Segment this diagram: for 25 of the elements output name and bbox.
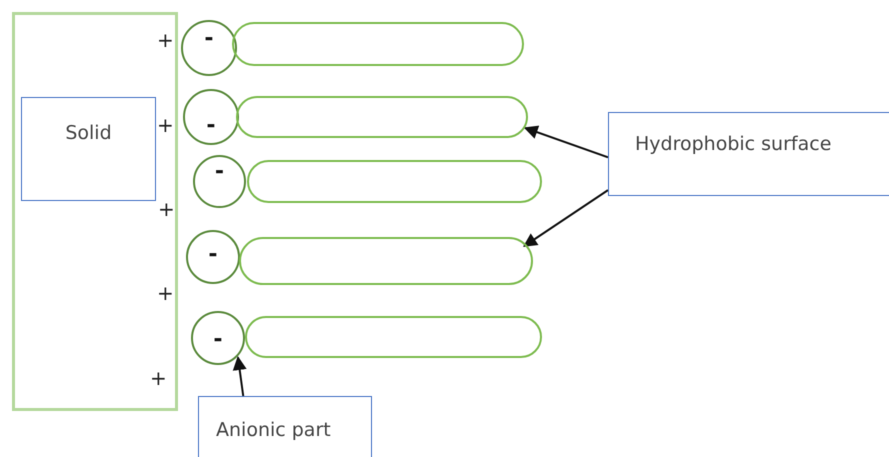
- minus-sign: -: [207, 244, 219, 266]
- arrow: [232, 356, 247, 396]
- anionic-head-circle: [181, 20, 237, 76]
- minus-sign: -: [212, 329, 224, 351]
- box-label: Hydrophobic surface: [635, 133, 832, 155]
- plus-sign: +: [158, 199, 175, 219]
- minus-sign: -: [214, 161, 226, 183]
- arrow: [523, 189, 609, 247]
- minus-sign: -: [203, 28, 215, 50]
- plus-sign: +: [150, 368, 167, 388]
- label-box: [198, 396, 372, 457]
- plus-sign: +: [157, 283, 174, 303]
- minus-sign: -: [205, 115, 217, 137]
- anionic-head-circle: [193, 155, 246, 208]
- box-label: Anionic part: [216, 419, 331, 441]
- label-box: [608, 112, 889, 196]
- arrow: [524, 126, 608, 158]
- anionic-head-circle: [183, 89, 239, 145]
- anionic-head-circle: [191, 311, 245, 365]
- plus-sign: +: [157, 30, 174, 50]
- label-box: [21, 97, 156, 201]
- plus-sign: +: [157, 115, 174, 135]
- solid-surface-outline: [12, 12, 178, 411]
- anionic-head-circle: [186, 230, 240, 284]
- box-label: Solid: [64, 122, 113, 144]
